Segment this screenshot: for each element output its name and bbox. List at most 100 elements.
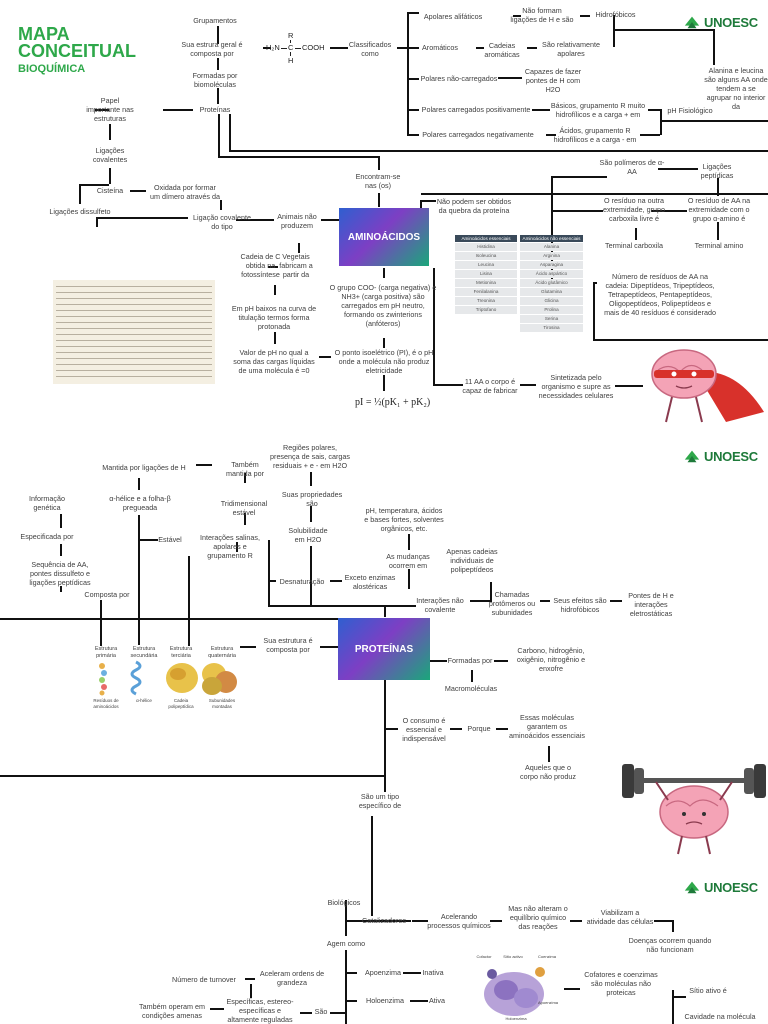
connector-line (163, 109, 193, 111)
enzyme-art (484, 967, 545, 1016)
connector-line (245, 978, 255, 980)
connector-line (383, 375, 385, 391)
node-acelerando: Acelerando processos químicos (427, 912, 491, 930)
table-row: Histidina (455, 243, 517, 251)
node-alanina: Alanina e leucina são alguns AA onde ten… (704, 66, 768, 111)
connector-line (593, 339, 768, 341)
connector-line (378, 156, 380, 170)
nonessential-table: Aminoácidos não essenciais Alanina Argin… (520, 235, 583, 333)
unoesc-leaf-icon (684, 450, 700, 463)
enzyme-label: Sítio activo (503, 954, 523, 959)
structure-label: Estrutura terciária (169, 646, 193, 659)
connector-line (270, 580, 276, 582)
node-grupo-coo: O grupo COO- (carga negativa) e NH3+ (ca… (329, 283, 437, 328)
unoesc-logo: UNOESC (683, 13, 758, 31)
node-ligacoes-peptidicas: Ligações peptídicas (700, 162, 734, 180)
connector-line (615, 385, 643, 387)
node-onze-aa: 11 AA o corpo é capaz de fabricar (462, 377, 518, 395)
connector-line (229, 150, 768, 152)
table-row: Arginina (520, 252, 583, 260)
table-row: Fenilalanina (455, 288, 517, 296)
connector-line (408, 534, 410, 550)
node-apenas-cadeias: Apenas cadeias individuais de polipeptíd… (446, 547, 498, 574)
node-carbono: Carbono, hidrogênio, oxigênio, nitrogêni… (516, 646, 586, 673)
node-especificada: Especificada por (20, 532, 74, 541)
node-sao: São (314, 1007, 328, 1016)
connector-line (345, 950, 347, 1024)
table-row: Leucina (455, 261, 517, 269)
connector-line (250, 984, 252, 998)
connector-line (310, 472, 312, 486)
node-ativa: Ativa (429, 996, 445, 1005)
node-terminal-amino: Terminal amino (694, 241, 744, 250)
node-nao-formam: Não formam ligações de H e são (510, 6, 574, 24)
connector-line (345, 972, 357, 974)
protein-structure-figure: Estrutura primária Estrutura secundária … (88, 646, 240, 709)
connector-line (420, 200, 436, 202)
connector-line (490, 920, 502, 922)
node-polares-neg: Polares carregados negativamente (422, 130, 534, 139)
node-holoenzima: Holoenzima (366, 996, 404, 1005)
node-sintetizada: Sintetizada pelo organismo e supre as ne… (538, 373, 614, 400)
brain-weightlifter-icon (622, 764, 766, 855)
connector-line (268, 266, 278, 268)
connector-line (551, 176, 553, 282)
brain-superhero-icon (651, 349, 764, 423)
connector-line (527, 47, 537, 49)
connector-line (672, 920, 674, 932)
pi-formula: pI = ½(pK₁ + pK₂) (355, 397, 431, 408)
essential-table: Aminoácidos essenciais Histidina Isoleuc… (455, 235, 517, 315)
connector-line (79, 184, 81, 204)
connector-line (397, 47, 409, 49)
table-row: Ácido glutâmico (520, 279, 583, 287)
connector-line (100, 600, 102, 646)
node-ph-fisiologico: pH Fisiológico (667, 106, 713, 115)
connector-line (407, 109, 419, 111)
connector-line (218, 156, 378, 158)
connector-line (651, 210, 687, 212)
connector-line (236, 542, 238, 552)
node-acidos: Ácidos, grupamento R hidrofílicos e a ca… (553, 126, 637, 144)
formula-h2n: H₂N (266, 43, 280, 52)
table-row: Serina (520, 315, 583, 323)
table-row: Glutamina (520, 288, 583, 296)
connector-line (109, 168, 111, 184)
structure-label: Estrutura quaternária (208, 646, 236, 659)
connector-line (0, 775, 384, 777)
connector-line (0, 618, 338, 620)
node-especificas: Específicas, estereo- específicas e alta… (226, 997, 294, 1024)
node-capazes: Capazes de fazer pontes de H com H2O (524, 67, 582, 94)
protein-structure-art (99, 660, 237, 696)
connector-line (345, 1000, 357, 1002)
node-formadas-por: Formadas por (447, 656, 493, 665)
table-row: Treonina (455, 297, 517, 305)
connector-line (412, 920, 428, 922)
node-biologicos: Biológicos (327, 898, 361, 907)
connector-line (654, 920, 672, 922)
connector-line (196, 464, 212, 466)
connector-line (496, 728, 508, 730)
enzyme-label: Holoenzima (505, 1016, 527, 1021)
connector-line (330, 580, 342, 582)
connector-line (717, 178, 719, 196)
node-inativa: Inativa (422, 968, 444, 977)
formula-cooh: COOH (302, 43, 325, 52)
node-sequencia: Sequência de AA, pontes dissulfeto e lig… (29, 560, 91, 587)
table-row: Triptofano (455, 306, 517, 314)
essential-header: Aminoácidos essenciais (455, 235, 517, 242)
node-polares-pos: Polares carregados positivamente (421, 105, 531, 114)
node-formadas-biomoleculas: Formadas por biomoléculas (192, 71, 238, 89)
connector-line (79, 184, 109, 186)
connector-line (520, 384, 536, 386)
connector-line (593, 282, 597, 284)
table-row: Isoleucina (455, 252, 517, 260)
connector-line (274, 285, 276, 295)
title-subtitle: BIOQUÍMICA (18, 63, 86, 75)
title-line1: MAPA (18, 24, 70, 44)
node-regioes: Regiões polares, presença de sais, carga… (270, 443, 350, 470)
node-estrutura-geral: Sua estrura geral é composta por (181, 40, 243, 58)
connector-line (383, 338, 385, 348)
node-alfa-helice: α-hélice e a folha-β pregueada (109, 494, 171, 512)
table-row: Metionina (455, 279, 517, 287)
enzyme-label: Apoenzima (537, 1000, 558, 1005)
